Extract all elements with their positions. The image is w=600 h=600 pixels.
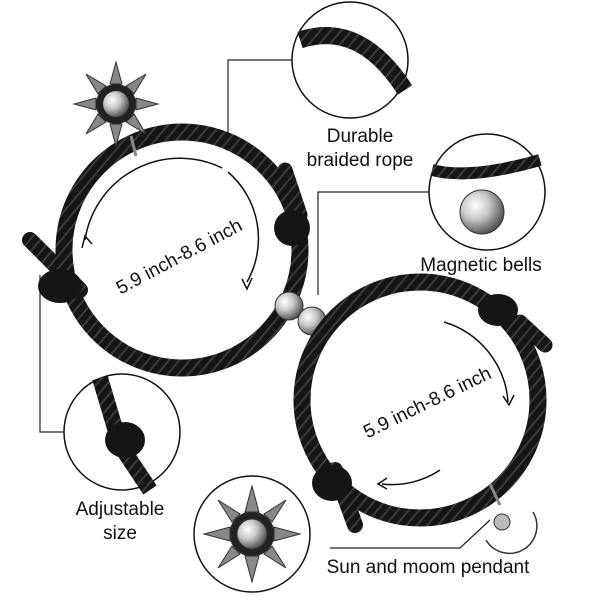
measurement-left: 5.9 inch-8.6 inch xyxy=(113,215,246,299)
callout-magnet xyxy=(428,133,546,251)
callout-line-adjust xyxy=(39,275,66,433)
caption-adjust-line2: size xyxy=(103,523,137,544)
right-knot2-icon xyxy=(478,294,518,326)
caption-rope-line2: braided rope xyxy=(306,150,414,171)
sun-pendant-icon xyxy=(72,60,160,157)
caption-pendant: Sun and moom pendant xyxy=(326,557,530,578)
measurement-right: 5.9 inch-8.6 inch xyxy=(360,363,495,443)
right-knot-icon xyxy=(312,465,352,501)
right-bracelet xyxy=(293,273,553,533)
caption-rope: Durable braided rope xyxy=(300,125,420,173)
caption-adjust-line1: Adjustable xyxy=(75,499,165,520)
left-knot2-icon xyxy=(274,210,310,246)
callout-line-pendant xyxy=(330,519,491,549)
callout-pendant xyxy=(193,475,311,593)
caption-rope-line1: Durable xyxy=(326,126,394,147)
left-bracelet xyxy=(22,123,310,377)
caption-adjust: Adjustable size xyxy=(60,498,180,546)
callout-rope xyxy=(291,1,413,119)
moon-pendant-icon xyxy=(485,483,538,555)
callout-adjust xyxy=(63,373,181,495)
callout-lines xyxy=(39,59,491,549)
caption-magnet: Magnetic bells xyxy=(420,255,542,276)
left-knot-icon xyxy=(38,269,82,303)
callout-line-rope xyxy=(227,59,294,135)
callout-line-magnet xyxy=(317,191,432,295)
